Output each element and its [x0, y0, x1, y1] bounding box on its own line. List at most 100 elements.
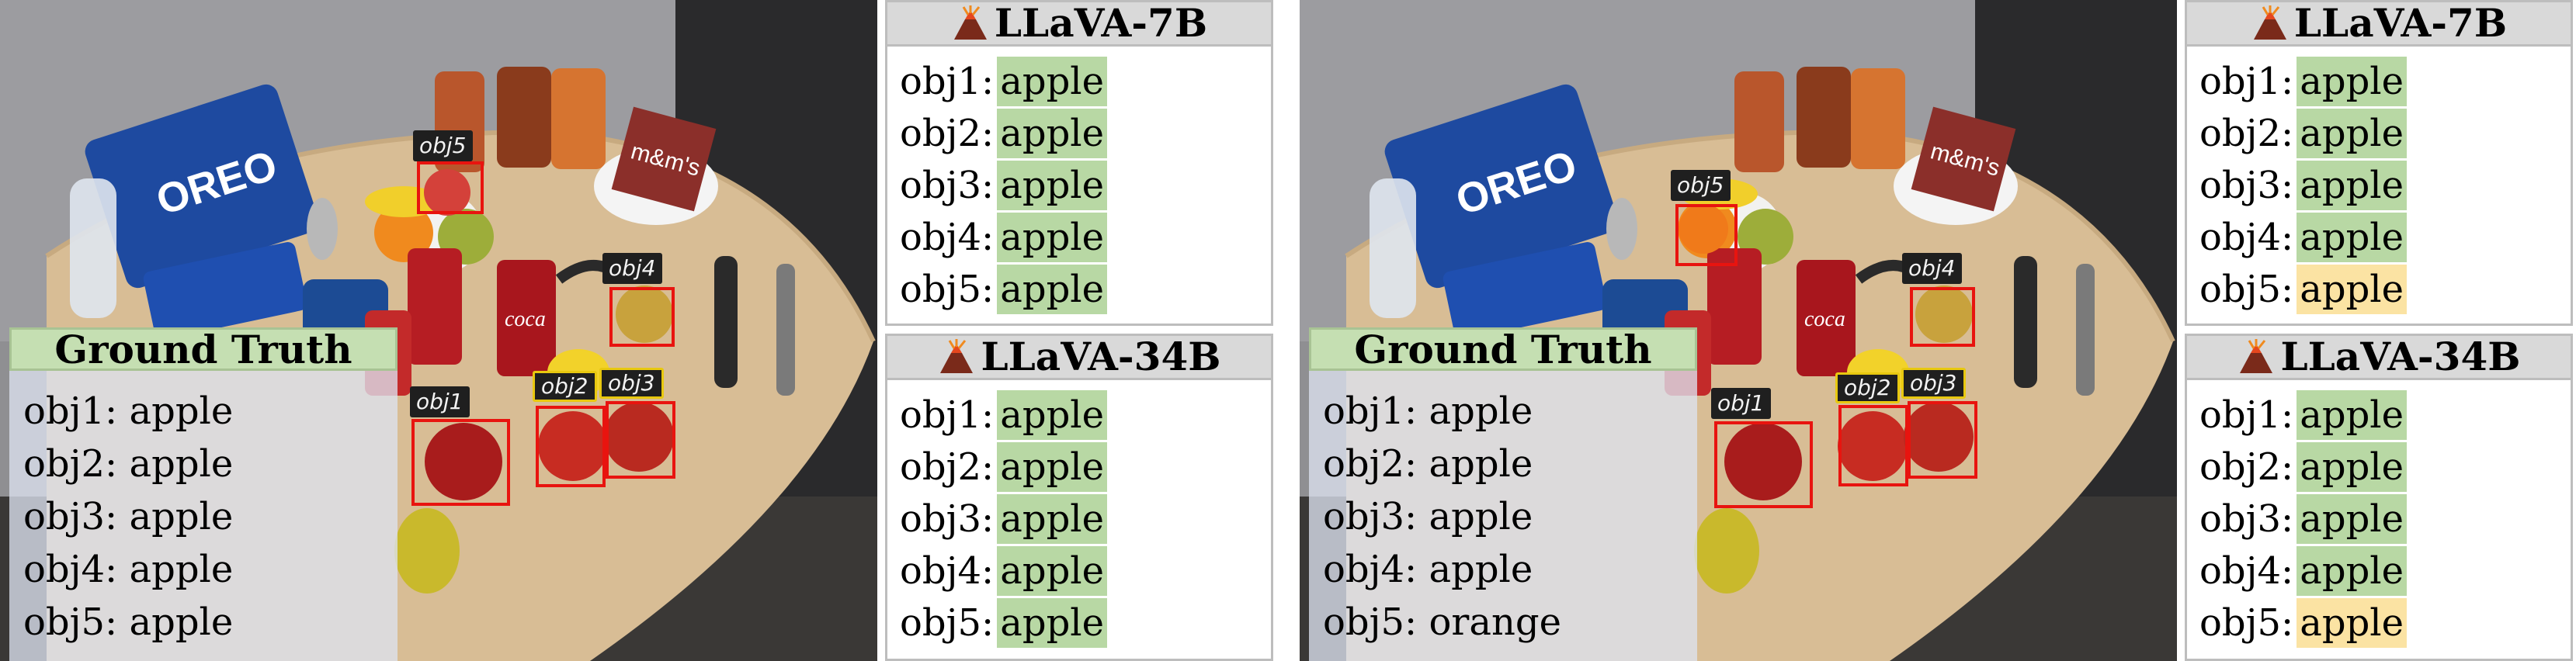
answer-row: obj3:apple [2199, 493, 2571, 545]
model-title: LLaVA-34B [2185, 334, 2573, 380]
answer-label: obj5: [900, 268, 995, 311]
ground-truth-list: obj1: apple obj2: apple obj3: apple obj4… [1323, 385, 1561, 649]
ground-truth-panel: Ground Truth obj1: apple obj2: apple obj… [1309, 327, 1697, 661]
answer-row: obj4:apple [900, 545, 1271, 597]
answer-value-incorrect: apple [2297, 598, 2408, 648]
coke-can-text: coca [505, 307, 546, 331]
ground-truth-panel: Ground Truth obj1: apple obj2: apple obj… [9, 327, 398, 661]
answer-row: obj2:apple [900, 108, 1271, 160]
bounding-box-obj2 [536, 406, 606, 487]
model-title: LLaVA-34B [885, 334, 1273, 380]
object-tag-obj1: obj1 [410, 386, 470, 417]
bounding-box-obj5 [417, 161, 484, 214]
model-name: LLaVA-34B [2280, 334, 2521, 379]
answer-label: obj4: [2199, 216, 2294, 259]
ground-truth-title: Ground Truth [9, 327, 398, 371]
ground-truth-list: obj1: apple obj2: apple obj3: apple obj4… [23, 385, 233, 649]
answer-label: obj4: [900, 549, 995, 593]
answer-value-correct: apple [997, 546, 1108, 596]
answer-row: obj2:apple [2199, 441, 2571, 493]
model-answers: obj1:apple obj2:apple obj3:apple obj4:ap… [2185, 380, 2573, 661]
ground-truth-row: obj1: apple [23, 389, 234, 433]
object-tag-obj3: obj3 [1901, 368, 1966, 399]
model-card-llava-7b: LLaVA-7B obj1:apple obj2:apple obj3:appl… [2185, 0, 2573, 326]
answer-value-incorrect: apple [2297, 265, 2408, 314]
answer-row: obj1:apple [2199, 389, 2571, 441]
answer-value-correct: apple [2297, 109, 2408, 158]
answer-label: obj2: [2199, 445, 2294, 489]
answer-label: obj1: [900, 393, 995, 437]
object-tag-obj2: obj2 [1835, 372, 1900, 403]
answer-label: obj2: [900, 112, 995, 155]
answer-value-correct: apple [997, 390, 1108, 440]
answer-value-correct: apple [997, 494, 1108, 544]
ground-truth-title: Ground Truth [1309, 327, 1697, 371]
model-title: LLaVA-7B [2185, 0, 2573, 47]
ground-truth-row: obj4: apple [23, 548, 234, 591]
volcano-icon [2240, 339, 2273, 373]
scene-photo-1: OREO m&m's coca Ground Truth obj1: apple [0, 0, 877, 661]
answer-label: obj3: [2199, 497, 2294, 541]
answer-label: obj4: [900, 216, 995, 259]
answer-label: obj5: [2199, 601, 2294, 645]
bounding-box-obj2 [1838, 405, 1908, 486]
answer-label: obj5: [900, 601, 995, 645]
coke-can-text: coca [1804, 307, 1845, 331]
answer-value-correct: apple [997, 57, 1108, 106]
volcano-icon [953, 5, 987, 40]
object-tag-obj5: obj5 [1671, 170, 1731, 201]
answer-row: obj1:apple [2199, 56, 2571, 108]
ground-truth-row: obj4: apple [1323, 548, 1533, 591]
model-name: LLaVA-7B [2293, 0, 2508, 46]
object-tag-obj5: obj5 [413, 130, 473, 161]
scene-photo-2: OREO m&m's coca Ground Truth obj1: apple [1300, 0, 2177, 661]
answer-value-correct: apple [997, 109, 1108, 158]
answer-row: obj4:apple [2199, 545, 2571, 597]
volcano-icon [2253, 5, 2286, 40]
answer-value-correct: apple [2297, 390, 2408, 440]
answer-value-correct: apple [2297, 161, 2408, 210]
answer-value-correct: apple [2297, 57, 2408, 106]
answer-row: obj5:apple [2199, 597, 2571, 649]
object-tag-obj2: obj2 [533, 371, 597, 402]
answer-label: obj3: [900, 164, 995, 207]
answer-row: obj5:apple [900, 597, 1271, 649]
answer-value-correct: apple [2297, 442, 2408, 492]
bounding-box-obj1 [411, 419, 510, 506]
answer-label: obj2: [2199, 112, 2294, 155]
answer-value-correct: apple [997, 265, 1108, 314]
model-card-llava-34b: LLaVA-34B obj1:apple obj2:apple obj3:app… [885, 334, 1273, 661]
answer-label: obj3: [900, 497, 995, 541]
bounding-box-obj4 [609, 287, 675, 347]
answer-row: obj1:apple [900, 389, 1271, 441]
bounding-box-obj5 [1675, 204, 1738, 266]
model-name: LLaVA-7B [994, 0, 1208, 46]
object-tag-obj4: obj4 [602, 253, 662, 284]
ground-truth-row: obj5: apple [23, 600, 234, 644]
answer-value-correct: apple [2297, 213, 2408, 262]
ground-truth-row: obj2: apple [1323, 442, 1533, 486]
object-tag-obj3: obj3 [599, 368, 664, 399]
object-tag-obj1: obj1 [1711, 388, 1771, 419]
answer-value-correct: apple [2297, 494, 2408, 544]
model-name: LLaVA-34B [981, 334, 1221, 379]
answer-row: obj4:apple [900, 212, 1271, 264]
model-card-llava-34b: LLaVA-34B obj1:apple obj2:apple obj3:app… [2185, 334, 2573, 661]
model-answers: obj1:apple obj2:apple obj3:apple obj4:ap… [2185, 47, 2573, 326]
answer-label: obj2: [900, 445, 995, 489]
answer-label: obj3: [2199, 164, 2294, 207]
answer-label: obj1: [2199, 60, 2294, 103]
bounding-box-obj3 [606, 401, 675, 479]
model-answers: obj1:apple obj2:apple obj3:apple obj4:ap… [885, 380, 1273, 661]
answer-row: obj5:apple [2199, 264, 2571, 316]
model-title: LLaVA-7B [885, 0, 1273, 47]
answer-label: obj5: [2199, 268, 2294, 311]
bounding-box-obj3 [1908, 401, 1977, 479]
answer-row: obj2:apple [900, 441, 1271, 493]
answer-value-correct: apple [997, 213, 1108, 262]
ground-truth-row: obj5: orange [1323, 600, 1561, 644]
ground-truth-row: obj2: apple [23, 442, 234, 486]
answer-row: obj2:apple [2199, 108, 2571, 160]
bounding-box-obj4 [1910, 287, 1975, 347]
answer-row: obj5:apple [900, 264, 1271, 316]
